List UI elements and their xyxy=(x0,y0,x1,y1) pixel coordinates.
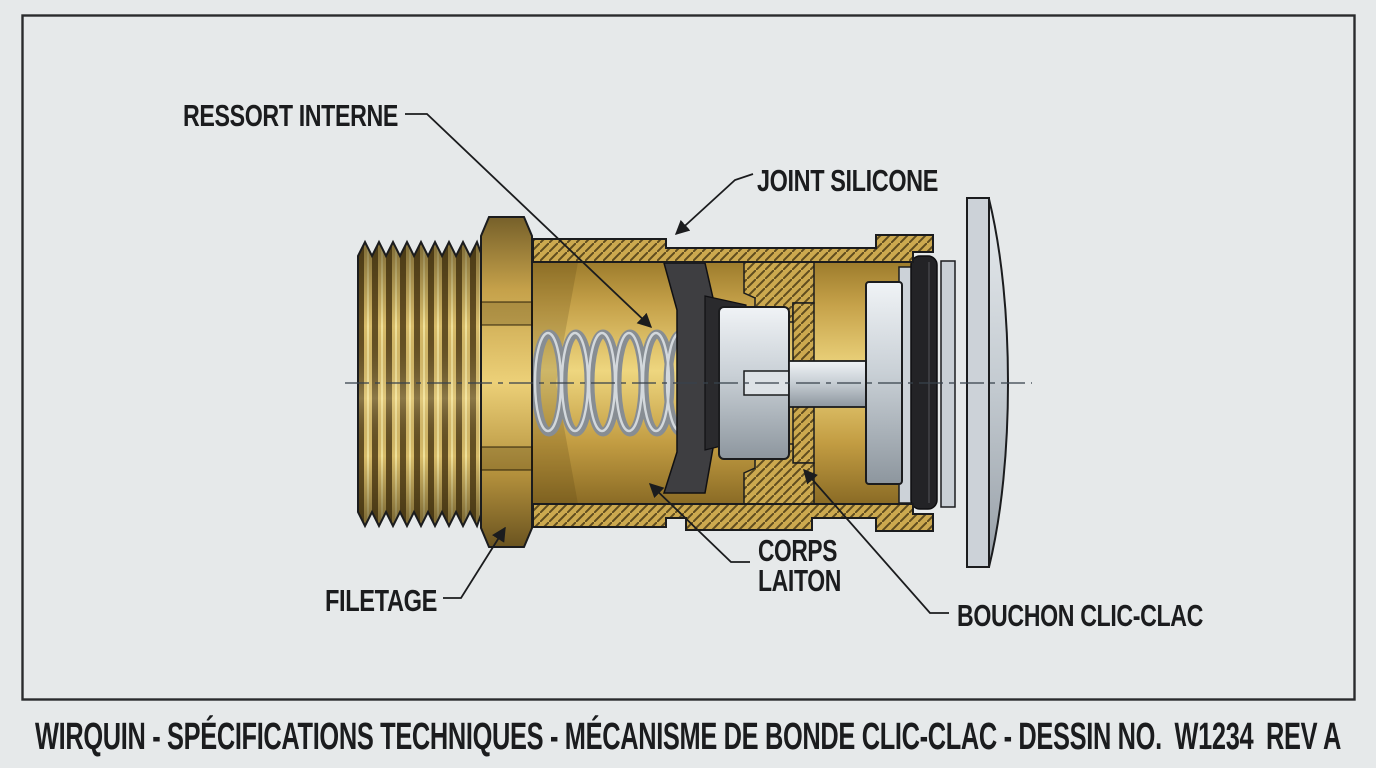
label-ressort-interne: RESSORT INTERNE xyxy=(183,98,398,133)
plug-rod xyxy=(788,360,871,408)
thread-section xyxy=(357,239,483,529)
leader-ressort-interne xyxy=(405,113,653,328)
body-bottom-wall xyxy=(532,503,934,532)
clic-clac-cap xyxy=(966,197,1010,568)
callouts: RESSORT INTERNE JOINT SILICONE FILETAGE … xyxy=(183,98,1204,633)
label-bouchon-clic-clac: BOUCHON CLIC-CLAC xyxy=(957,598,1203,633)
cap-washer xyxy=(940,260,956,508)
label-corps-laiton-line2: LAITON xyxy=(758,563,841,598)
hex-facet-line-bottom xyxy=(480,446,533,471)
hex-facet-line-top xyxy=(480,301,533,326)
title-drawing-number: W1234 xyxy=(1175,716,1254,758)
label-joint-silicone: JOINT SILICONE xyxy=(757,163,938,198)
label-filetage: FILETAGE xyxy=(325,583,437,618)
title-text: WIRQUIN - SPÉCIFICATIONS TECHNIQUES - MÉ… xyxy=(35,714,1162,758)
title-bar: WIRQUIN - SPÉCIFICATIONS TECHNIQUES - MÉ… xyxy=(35,714,1341,758)
drain-mechanism xyxy=(345,197,1032,568)
brass-body-walls xyxy=(532,234,934,532)
leader-corps-laiton xyxy=(648,483,750,563)
leader-joint-silicone xyxy=(674,173,754,235)
label-corps-laiton-line1: CORPS xyxy=(758,533,837,568)
leader-filetage xyxy=(443,526,506,599)
body-top-wall xyxy=(532,234,934,263)
leader-bouchon xyxy=(803,468,949,614)
title-revision: REV A xyxy=(1266,716,1341,758)
hex-nut xyxy=(480,216,533,548)
diagram-frame xyxy=(21,14,1356,701)
